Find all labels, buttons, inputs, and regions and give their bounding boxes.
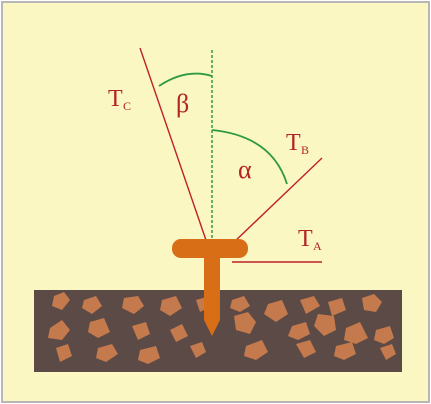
label-t-b: T B — [286, 130, 309, 157]
stone — [88, 318, 110, 338]
stone — [230, 296, 250, 312]
label-t-a-sub: A — [313, 239, 322, 253]
stone — [380, 344, 396, 360]
stone — [344, 322, 368, 344]
stone — [48, 320, 70, 340]
stone — [96, 344, 118, 362]
stone — [300, 296, 320, 314]
label-t-c-main: T — [108, 86, 123, 112]
stone — [138, 346, 160, 364]
ground-stones — [48, 292, 396, 364]
label-alpha: α — [238, 155, 252, 184]
label-t-b-main: T — [286, 130, 301, 156]
stone — [264, 300, 288, 322]
stone — [82, 296, 102, 314]
stone — [132, 322, 150, 340]
label-t-a: T A — [298, 226, 322, 253]
stone — [288, 322, 310, 340]
peg-shaft — [204, 256, 220, 336]
stone — [56, 344, 72, 362]
stone — [362, 294, 382, 312]
stone — [328, 298, 346, 316]
stone — [374, 326, 394, 344]
label-t-c: T C — [108, 86, 131, 113]
stone — [334, 342, 356, 360]
label-t-b-sub: B — [301, 143, 309, 157]
stone — [160, 296, 182, 316]
stone — [314, 314, 336, 336]
stone — [244, 340, 268, 360]
stone — [122, 296, 144, 314]
stone — [170, 324, 188, 342]
label-beta: β — [176, 89, 189, 118]
tension-line-c — [139, 47, 209, 247]
peg-head — [172, 239, 248, 258]
label-t-a-main: T — [298, 226, 313, 252]
tension-line-b — [231, 157, 323, 245]
stone — [190, 342, 206, 358]
label-t-c-sub: C — [123, 99, 131, 113]
angle-arc-alpha — [211, 129, 288, 185]
stone — [52, 292, 70, 310]
angle-arc-beta — [158, 72, 213, 87]
stone — [296, 340, 316, 358]
stone — [234, 312, 256, 334]
